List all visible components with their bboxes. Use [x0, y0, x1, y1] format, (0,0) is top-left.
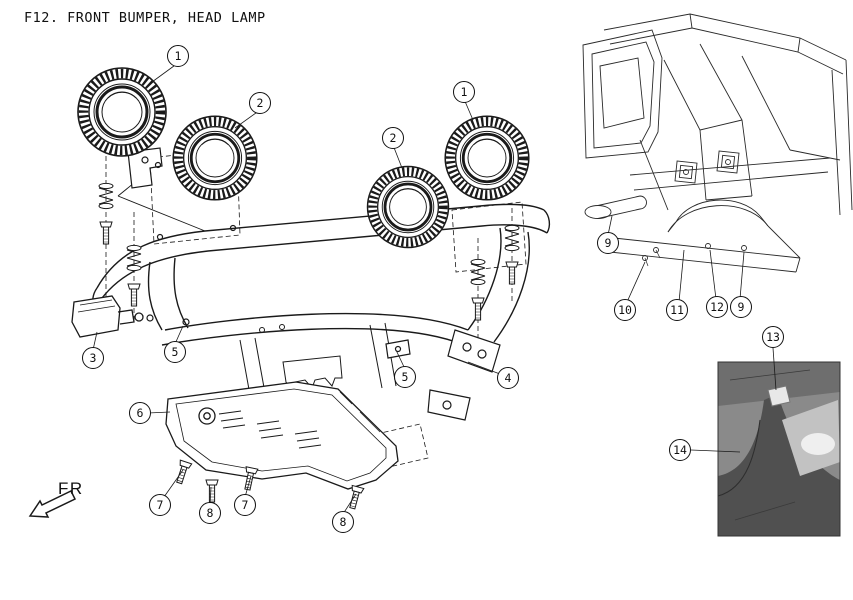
- frame-line-art: [582, 13, 853, 273]
- callout-head-lamp-inner-right: 2: [382, 127, 404, 149]
- lamp-hardware: [98, 182, 520, 321]
- callout-fender-liner-photo: 14: [669, 439, 691, 461]
- head-lamp-inner-right: [368, 167, 449, 248]
- fr-arrow: [28, 490, 77, 518]
- callout-bumper-bracket-left: 5: [164, 341, 186, 363]
- head-lamp-outer-right: [445, 116, 529, 200]
- head-lamp-inner-left: [173, 116, 257, 200]
- callout-head-lamp-inner-left: 2: [249, 92, 271, 114]
- callout-frame-mount-left: 11: [666, 299, 688, 321]
- bumper-tube: [92, 169, 551, 396]
- callout-skid-plate-bolt-center: 7: [234, 494, 256, 516]
- callout-head-lamp-outer-left: 1: [167, 45, 189, 67]
- callout-skid-plate-bolt-right: 8: [332, 511, 354, 533]
- callout-frame-mount-right: 12: [706, 296, 728, 318]
- callout-fender-clip: 13: [762, 326, 784, 348]
- callout-head-lamp-outer-right: 1: [453, 81, 475, 103]
- skid-plate: [165, 381, 399, 490]
- callout-bumper-bracket-right: 4: [497, 367, 519, 389]
- mounting-brackets: [127, 147, 501, 421]
- front-direction-label: FR: [58, 479, 84, 498]
- callout-skid-plate-bolt-left: 7: [149, 494, 171, 516]
- diagram-title: F12. FRONT BUMPER, HEAD LAMP: [24, 10, 266, 26]
- fender-clip: [767, 385, 791, 407]
- fender-liner-photo: [717, 361, 841, 537]
- callout-frame-tube-right: 9: [730, 296, 752, 318]
- callout-skid-plate-bolt-left-inner: 8: [199, 502, 221, 524]
- callout-bumper-bracket-center: 5: [394, 366, 416, 388]
- turn-signal-lamp: [71, 295, 144, 338]
- callout-frame-fastener-group: 10: [614, 299, 636, 321]
- callout-frame-tube-left: 9: [597, 232, 619, 254]
- callout-skid-plate: 6: [129, 402, 151, 424]
- callout-turn-signal-lamp: 3: [82, 347, 104, 369]
